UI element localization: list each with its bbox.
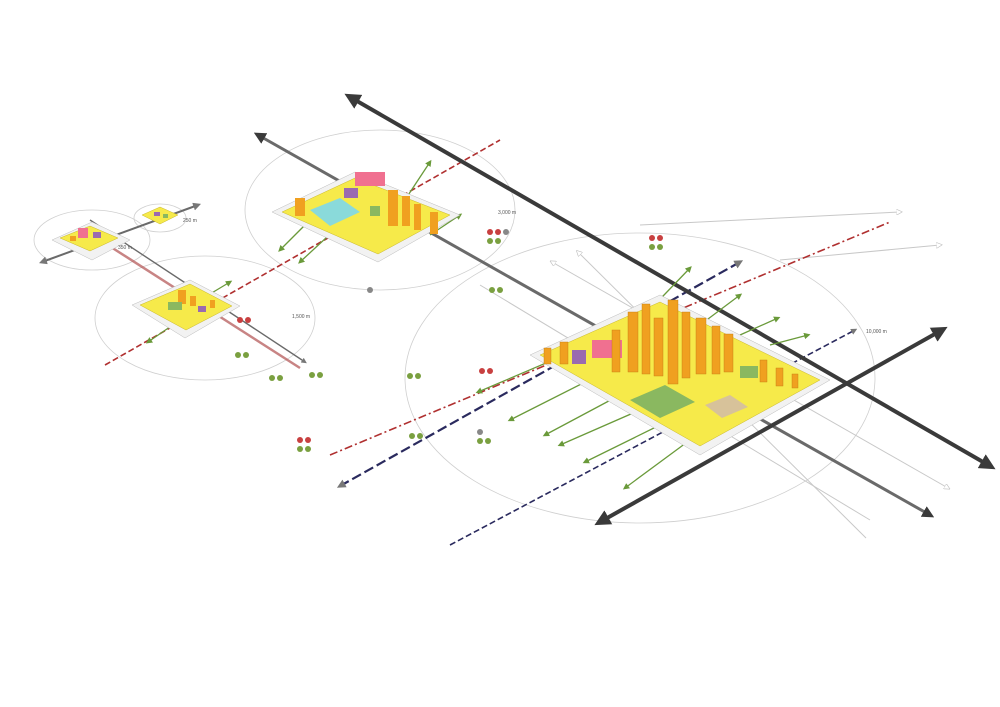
icon-red [495, 229, 501, 235]
icon-green [297, 446, 303, 452]
service-icons [235, 229, 663, 452]
icon-green [417, 433, 423, 439]
icon-green [497, 287, 503, 293]
icon-red [649, 235, 655, 241]
icon-green [305, 446, 311, 452]
icon-green [485, 438, 491, 444]
icon-green [277, 375, 283, 381]
icon-green [269, 375, 275, 381]
district-town [271, 171, 461, 263]
icon-red [487, 229, 493, 235]
icon-red [237, 317, 243, 323]
icon-green [477, 438, 483, 444]
icon-green [407, 373, 413, 379]
icon-green [309, 372, 315, 378]
icon-green [235, 352, 241, 358]
radius-label-neighbourhood: 350 m [118, 245, 132, 251]
district-neighbourhood [51, 221, 131, 261]
green-arrows [145, 159, 811, 490]
rail-lines [99, 139, 891, 546]
icon-grey [503, 229, 509, 235]
icon-green [415, 373, 421, 379]
icon-green [649, 244, 655, 250]
icon-green [409, 433, 415, 439]
district-local [141, 206, 179, 225]
radius-labels: 350 m 250 m 1,500 m 3,000 m 10,000 m [118, 210, 887, 335]
icon-green [317, 372, 323, 378]
icon-red [305, 437, 311, 443]
icon-red [487, 368, 493, 374]
district-medium [131, 279, 241, 339]
icon-red [479, 368, 485, 374]
icon-red [657, 235, 663, 241]
radius-label-town: 3,000 m [498, 210, 516, 216]
main-axes [344, 93, 996, 526]
district-city [529, 294, 831, 456]
city-towers [543, 299, 799, 389]
icon-green [657, 244, 663, 250]
icon-grey [367, 287, 373, 293]
icon-green [243, 352, 249, 358]
icon-green [495, 238, 501, 244]
icon-red [297, 437, 303, 443]
radius-label-district: 1,500 m [292, 314, 310, 320]
icon-red [245, 317, 251, 323]
main-axis-cross [594, 326, 948, 526]
icon-grey [477, 429, 483, 435]
icon-green [487, 238, 493, 244]
radius-label-city: 10,000 m [866, 329, 887, 335]
radius-label-local: 250 m [183, 218, 197, 224]
icon-green [489, 287, 495, 293]
